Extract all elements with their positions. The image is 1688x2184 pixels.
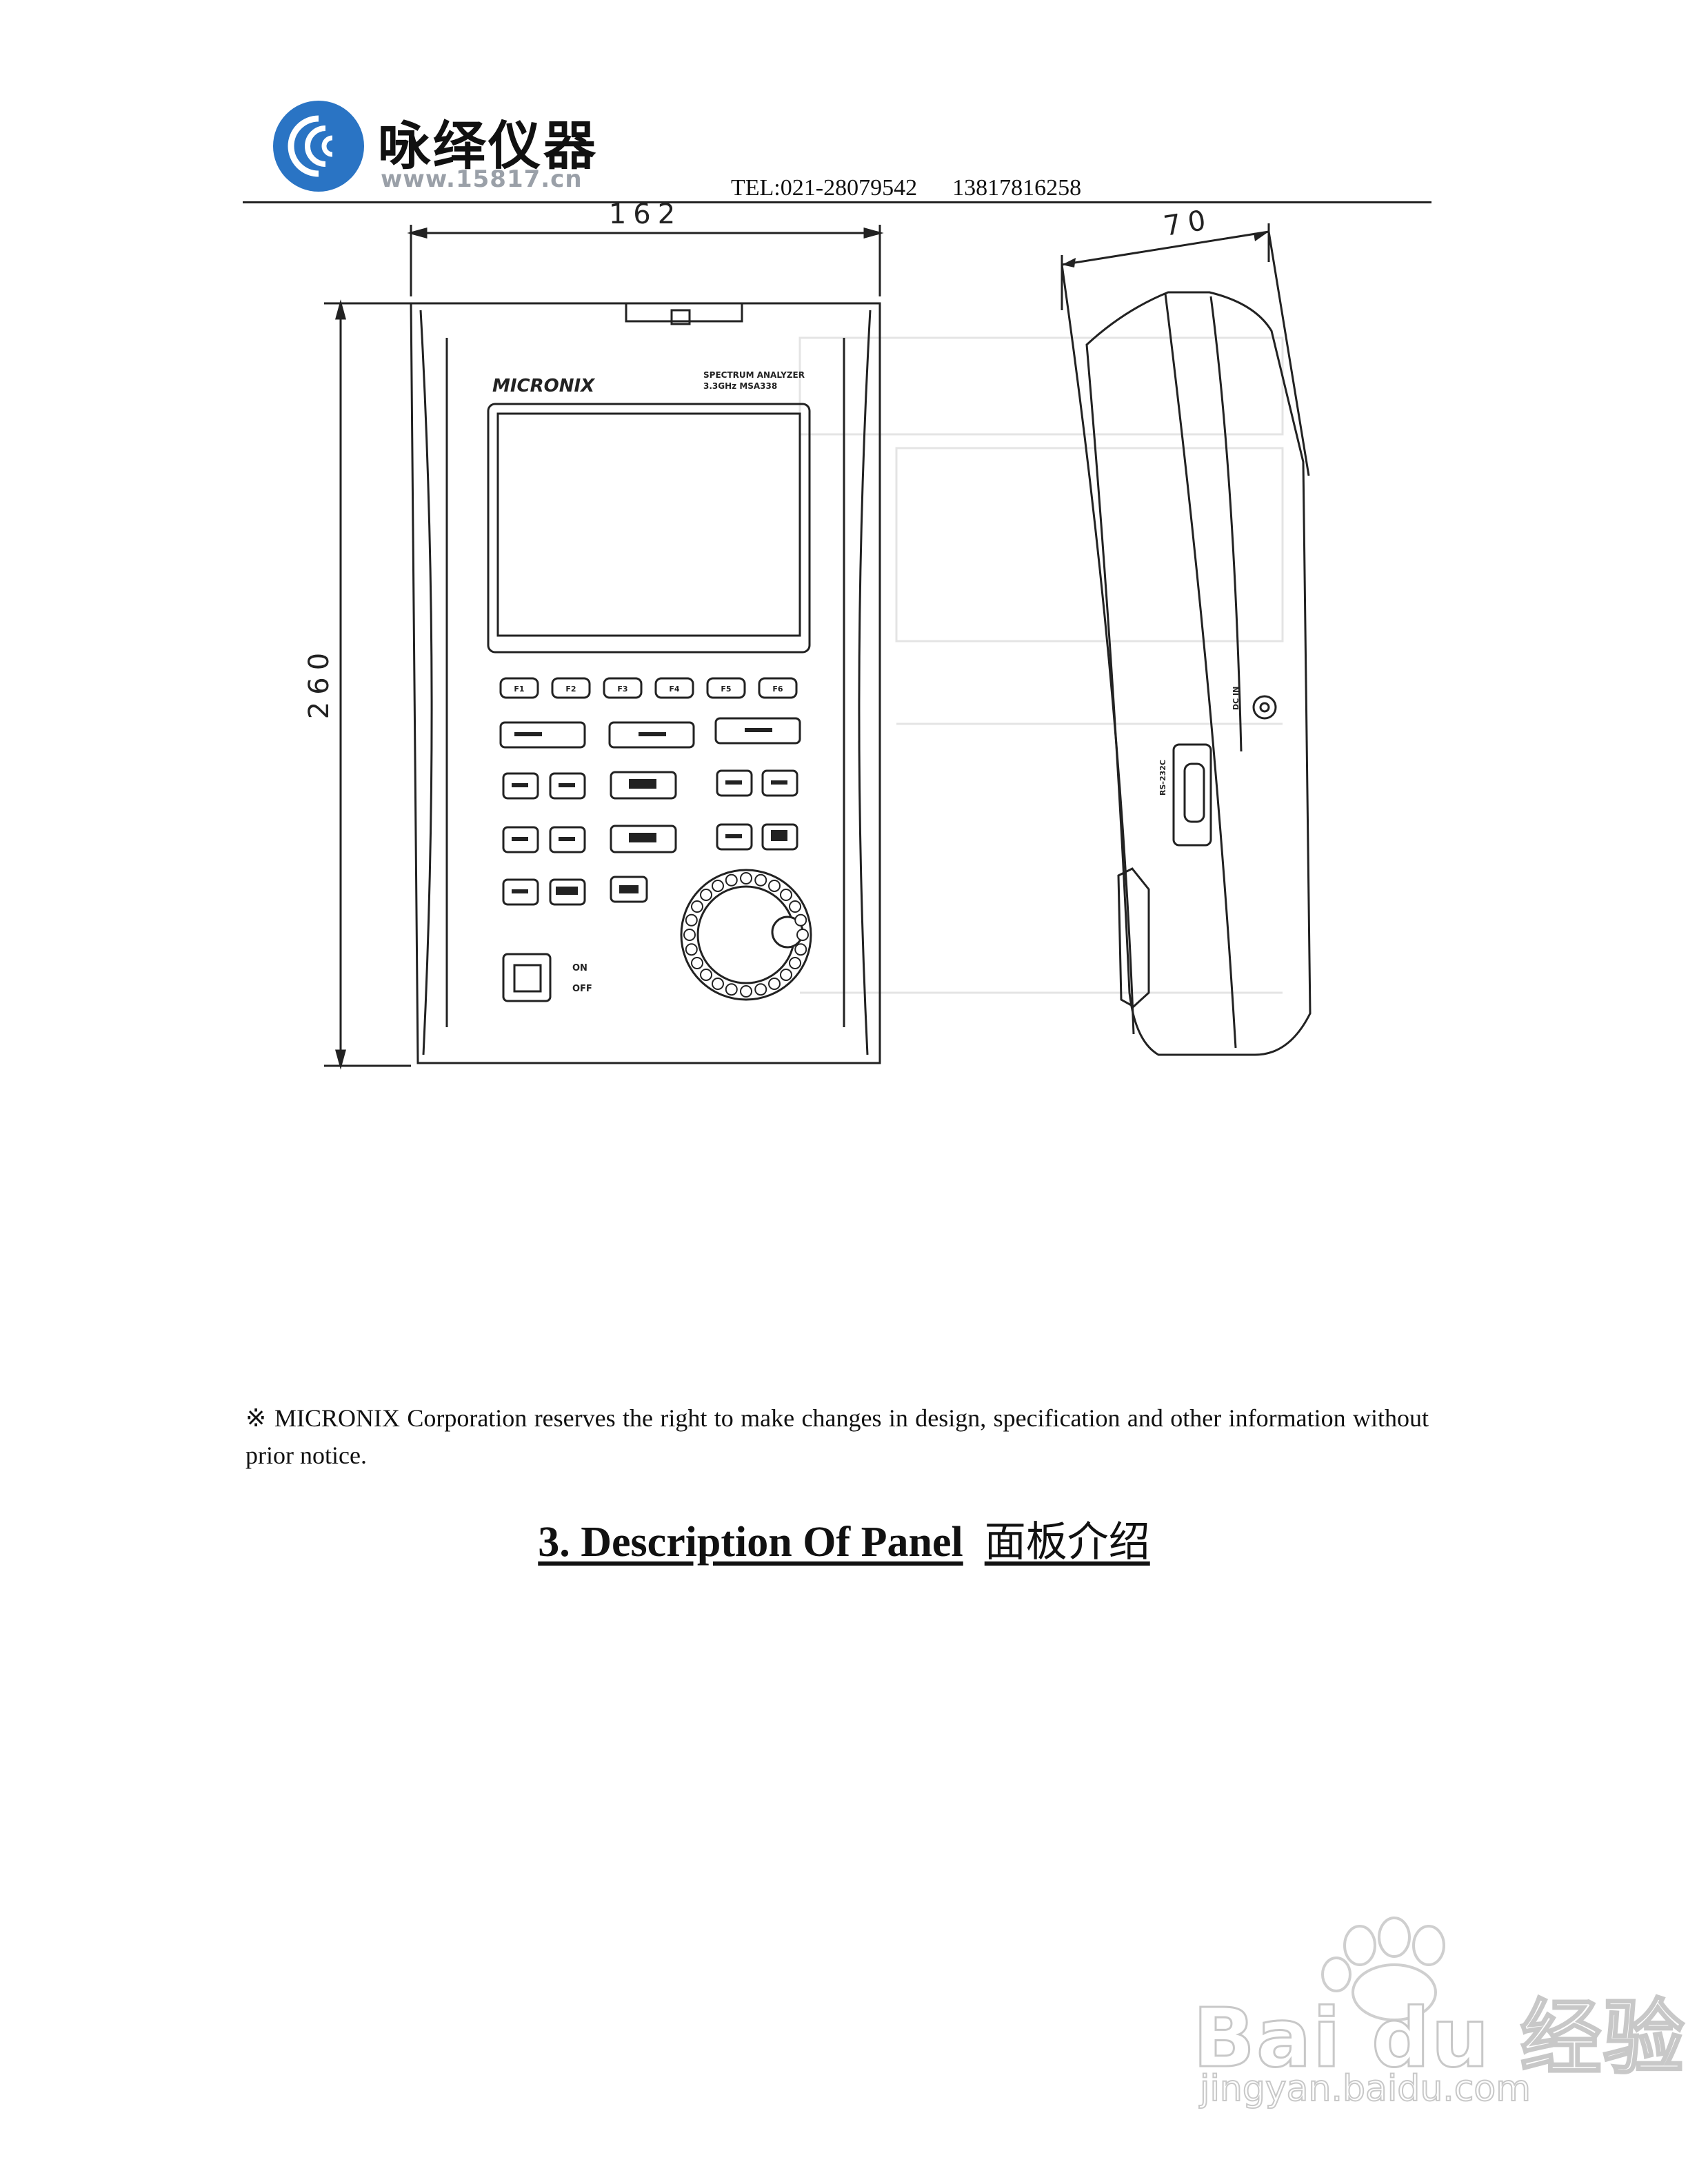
company-url: www.15817.cn <box>381 165 583 193</box>
width-dimension-label: 162 <box>609 200 682 230</box>
company-logo-icon <box>273 101 364 192</box>
power-on-label: ON <box>572 963 587 973</box>
power-off-label: OFF <box>572 984 592 994</box>
function-key-label-2: F2 <box>565 685 576 694</box>
power-switch <box>502 953 552 1002</box>
dial-notch <box>740 985 752 998</box>
dc-in-label: DC IN <box>1232 687 1240 710</box>
front-view <box>410 302 881 1064</box>
dial-notch <box>768 978 781 991</box>
function-key-6 <box>758 677 798 699</box>
dial-notch <box>789 900 802 913</box>
function-key-row: F1 F2 F3 F4 F5 F6 <box>499 677 798 699</box>
function-key-2 <box>551 677 591 699</box>
dial-notch <box>690 957 703 969</box>
company-name: 咏绎仪器 <box>378 115 599 176</box>
watermark-url: jingyan.baidu.com <box>1199 2067 1531 2110</box>
dial-notch <box>796 929 809 941</box>
dial-notch <box>794 913 807 927</box>
header-divider <box>243 201 1431 203</box>
function-key-4 <box>654 677 694 699</box>
function-key-label-1: F1 <box>514 685 524 694</box>
width-dimension <box>407 225 884 296</box>
dial-notch <box>789 957 802 969</box>
device-dimension-drawing: 162 260 MICRONIX SPECTRUM ANALYZER 3.3GH… <box>303 200 1312 1070</box>
section-heading-cn: 面板介绍 <box>984 1518 1150 1566</box>
dial-notch <box>725 983 738 996</box>
section-heading-en: 3. Description Of Panel <box>538 1519 963 1566</box>
dial-notch <box>683 929 696 941</box>
model-label-line2: 3.3GHz MSA338 <box>703 381 777 391</box>
section-heading: 3. Description Of Panel 面板介绍 <box>0 1508 1688 1568</box>
dial-notch <box>754 873 767 887</box>
jog-dial-notches <box>683 872 809 998</box>
function-key-label-3: F3 <box>617 685 627 694</box>
dial-notch <box>685 913 698 927</box>
dial-notch <box>768 879 781 892</box>
model-label-line1: SPECTRUM ANALYZER <box>703 370 805 380</box>
dial-notch <box>685 943 698 956</box>
baidu-paw-watermark-icon <box>1321 1917 1445 2021</box>
jog-dial <box>680 869 812 1001</box>
function-key-5 <box>706 677 746 699</box>
dial-notch <box>712 978 724 991</box>
dial-notch <box>712 879 724 892</box>
dial-notch <box>794 943 807 956</box>
disclaimer-notice: ※ MICRONIX Corporation reserves the righ… <box>245 1404 1429 1469</box>
height-dimension <box>324 299 411 1070</box>
key-wide-1 <box>499 721 586 749</box>
telephone-line: TEL:021-28079542 13817816258 <box>731 175 1082 201</box>
height-dimension-label: 260 <box>303 646 335 719</box>
side-view <box>1061 223 1312 1056</box>
dial-notch <box>740 872 752 884</box>
function-key-1 <box>499 677 539 699</box>
dial-notch <box>725 873 738 887</box>
brand-label: MICRONIX <box>492 376 596 396</box>
dial-notch <box>779 889 792 902</box>
keypad <box>499 717 801 906</box>
function-key-3 <box>603 677 643 699</box>
dial-notch <box>754 983 767 996</box>
watermark-brand: Bai du 经验 <box>1192 1990 1686 2087</box>
rs232c-port-label: RS-232C <box>1158 760 1167 796</box>
function-key-label-4: F4 <box>669 685 680 694</box>
function-key-label-6: F6 <box>772 685 783 694</box>
dial-notch <box>779 968 792 981</box>
dial-notch <box>700 889 713 902</box>
dial-notch <box>700 968 713 981</box>
depth-dimension-label: 70 <box>1161 203 1214 243</box>
function-key-label-5: F5 <box>721 685 731 694</box>
dial-notch <box>690 900 703 913</box>
